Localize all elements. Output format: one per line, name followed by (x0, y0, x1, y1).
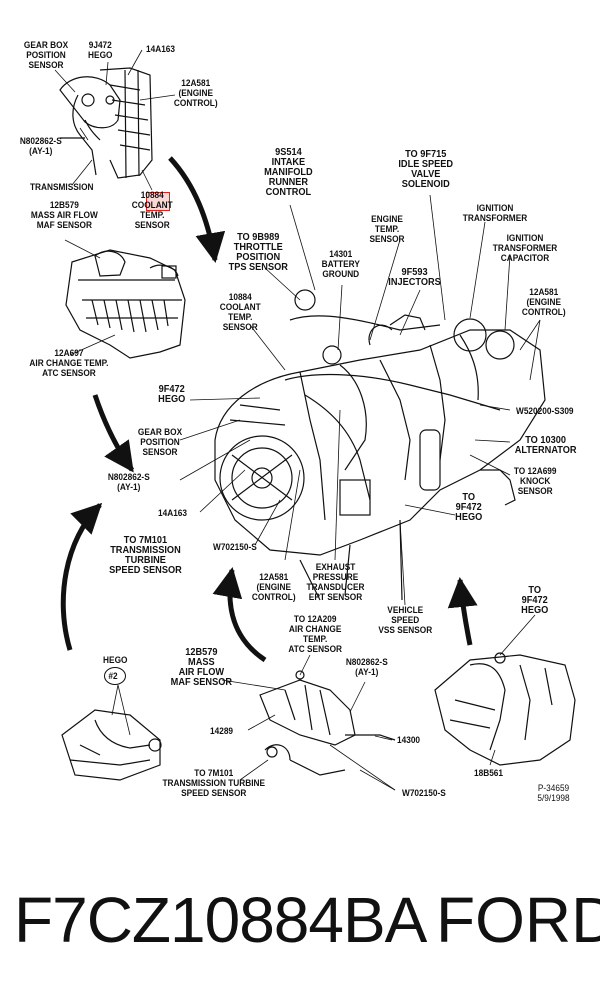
label-14289: 14289 (210, 726, 234, 736)
hego2-badge: #2 (104, 667, 126, 685)
part-number: F7CZ10884BA (14, 884, 427, 956)
label-atc-sensor: 12A697 AIR CHANGE TEMP. ATC SENSOR (29, 348, 109, 378)
label-engine-control-right: 12A581 (ENGINE CONTROL) (521, 287, 566, 317)
label-battery-ground: 14301 BATTERY GROUND (321, 249, 360, 279)
label-engine-control-bottom: 12A581 (ENGINE CONTROL) (251, 572, 296, 602)
label-ignition-transformer: IGNITION TRANSFORMER (462, 203, 528, 223)
label-turbine-speed-mid: TO 7M101 TRANSMISSION TURBINE SPEED SENS… (109, 535, 182, 576)
label-intake-runner: 9S514 INTAKE MANIFOLD RUNNER CONTROL (264, 147, 313, 198)
label-w702150-mid: W702150-S (213, 542, 257, 552)
label-maf-bottom: 12B579 MASS AIR FLOW MAF SENSOR (170, 647, 233, 688)
label-knock-sensor: TO 12A699 KNOCK SENSOR (513, 466, 557, 496)
label-engine-control-top: 12A581 (ENGINE CONTROL) (173, 78, 218, 108)
label-hego-right: TO 9F472 HEGO (455, 492, 483, 523)
exhaust-hego-drawing (434, 652, 576, 766)
label-gear-box-mid: GEAR BOX POSITION SENSOR (137, 427, 183, 457)
label-14300: 14300 (397, 735, 421, 745)
hego2-drawing (61, 709, 162, 781)
label-ignition-capacitor: IGNITION TRANSFORMER CAPACITOR (492, 233, 558, 263)
air-cleaner-drawing (65, 249, 186, 359)
brand-name: FORD (436, 884, 600, 956)
label-atc-12a209: TO 12A209 AIR CHANGE TEMP. ATC SENSOR (288, 614, 343, 654)
coolant-sensor-highlight (146, 192, 170, 211)
label-engine-temp: ENGINE TEMP. SENSOR (369, 214, 405, 244)
label-vss-sensor: VEHICLE SPEED VSS SENSOR (378, 605, 433, 635)
lower-harness-drawing (259, 670, 396, 776)
label-w702150-bottom: W702150-S (402, 788, 446, 798)
label-18b561: 18B561 (474, 768, 504, 778)
label-n802862-mid: N802862-S (AY-1) (107, 472, 150, 492)
label-turbine-speed-bottom: TO 7M101 TRANSMISSION TURBINE SPEED SENS… (162, 768, 266, 798)
label-ept-sensor: EXHAUST PRESSURE TRANSDUCER EPT SENSOR (306, 562, 365, 602)
label-idle-speed-valve: TO 9F715 IDLE SPEED VALVE SOLENOID (398, 149, 454, 190)
label-injectors: 9F593 INJECTORS (388, 267, 441, 288)
label-hego2: HEGO (103, 655, 128, 665)
label-hego2-number: #2 (108, 671, 118, 681)
label-hego-9j472: 9J472 HEGO (88, 40, 113, 60)
label-drawing-reference: P-34659 5/9/1998 (537, 783, 570, 803)
label-coolant-top: 10884 COOLANT TEMP. SENSOR (131, 190, 173, 230)
label-throttle-position: TO 9B989 THROTTLE POSITION TPS SENSOR (228, 232, 288, 273)
label-14a163-mid: 14A163 (158, 508, 188, 518)
label-n802862-top: N802862-S (AY-1) (19, 136, 62, 156)
label-transmission: TRANSMISSION (30, 182, 94, 192)
label-maf-top: 12B579 MASS AIR FLOW MAF SENSOR (30, 200, 98, 230)
label-coolant-mid: 10884 COOLANT TEMP. SENSOR (219, 292, 261, 332)
label-alternator: TO 10300 ALTERNATOR (514, 435, 577, 456)
label-hego-9f472-mid: 9F472 HEGO (158, 384, 186, 405)
label-14a163-top: 14A163 (146, 44, 176, 54)
engine-drawing (214, 289, 546, 601)
label-hego-bottom-right: TO 9F472 HEGO (521, 585, 549, 616)
wiring-harness-diagram (54, 49, 576, 791)
label-gear-box-position-sensor: GEAR BOX POSITION SENSOR (23, 40, 69, 70)
flow-arrows (60, 156, 478, 663)
label-n802862-bottom: N802862-S (AY-1) (345, 657, 388, 677)
transmission-harness-drawing (59, 67, 153, 179)
label-w520200: W520200-S309 (516, 406, 574, 416)
